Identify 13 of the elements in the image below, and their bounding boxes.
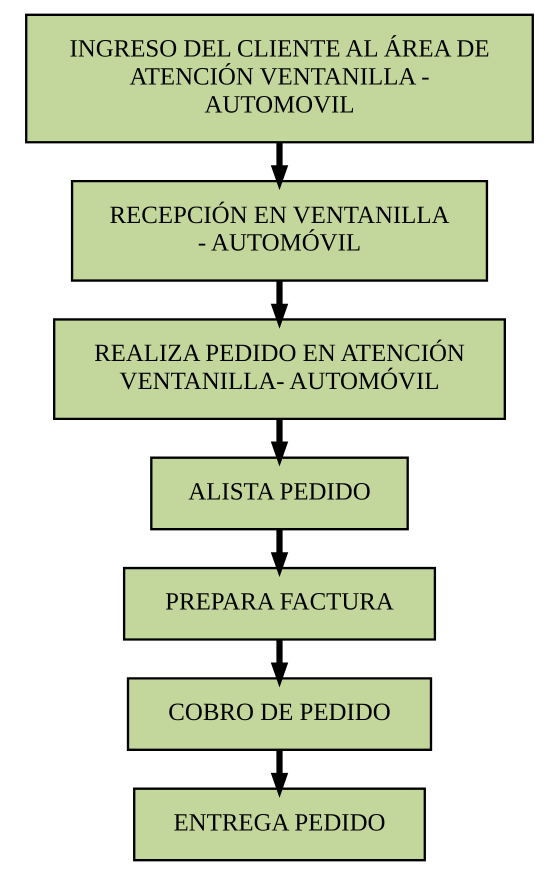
node-box: ALISTA PEDIDO bbox=[150, 456, 409, 530]
arrow bbox=[270, 419, 288, 466]
node-box: REALIZA PEDIDO EN ATENCIÓN VENTANILLA- AUTOMÓVIL bbox=[53, 318, 506, 420]
arrow bbox=[270, 530, 288, 578]
node-box: ENTREGA PEDIDO bbox=[133, 788, 426, 862]
arrow bbox=[270, 640, 288, 688]
arrow bbox=[270, 281, 288, 329]
arrow bbox=[270, 142, 288, 190]
node-box: INGRESO DEL CLIENTE AL ÁREA DE ATENCIÓN VENTANILLA - AUTOMOVIL bbox=[25, 14, 534, 144]
node-box: PREPARA FACTURA bbox=[122, 566, 436, 641]
node-box: COBRO DE PEDIDO bbox=[126, 677, 432, 751]
node-box: RECEPCIÓN EN VENTANILLA - AUTOMÓVIL bbox=[70, 180, 488, 282]
arrow bbox=[270, 750, 288, 798]
